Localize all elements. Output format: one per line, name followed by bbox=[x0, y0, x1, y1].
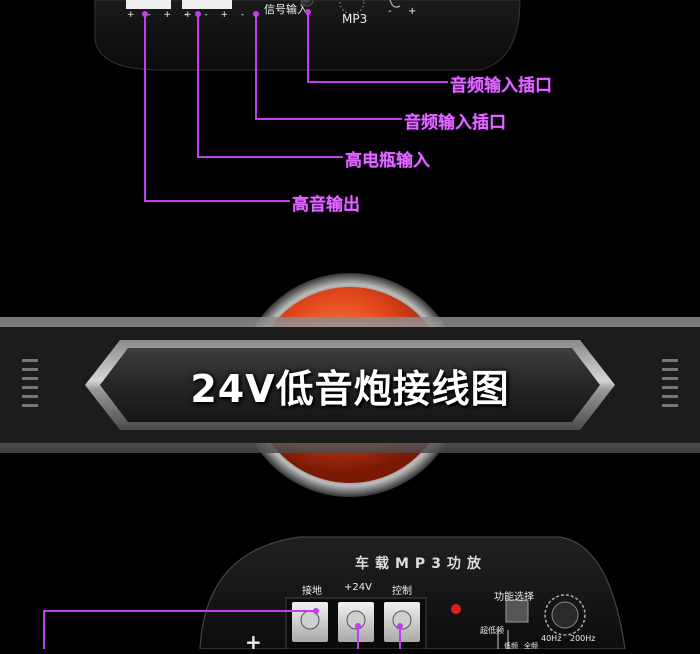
polarity-signs-left: + - + - bbox=[127, 10, 193, 20]
callout-line-audio-input-2 bbox=[255, 14, 402, 120]
volume-plus-label: + bbox=[408, 6, 417, 17]
callout-high-battery-input: 高电瓶输入 bbox=[345, 151, 430, 171]
callout-lines bbox=[142, 9, 448, 202]
signal-input-label: 信号输入 bbox=[264, 3, 308, 16]
terminal-screws bbox=[292, 602, 420, 642]
callout-tweeter-output: 高音输出 bbox=[292, 195, 360, 215]
plus-sign: + bbox=[245, 630, 262, 654]
freq-label-40hz: 40Hz bbox=[541, 634, 562, 643]
frequency-knob-ring bbox=[544, 594, 586, 636]
volume-minus-label: - bbox=[388, 6, 392, 17]
volume-knob bbox=[389, 0, 401, 8]
terminal-label-24v: +24V bbox=[344, 582, 372, 593]
callout-line-battery bbox=[197, 14, 343, 158]
callout-audio-input-1: 音频输入插口 bbox=[450, 76, 552, 96]
bottom-amp-plate bbox=[43, 536, 626, 649]
full-range-label: 全频 bbox=[524, 642, 538, 650]
power-indicator-led bbox=[451, 604, 461, 614]
frequency-knob bbox=[551, 601, 579, 629]
polarity-signs-right: + - + - bbox=[184, 10, 250, 20]
freq-label-200hz: 200Hz bbox=[570, 634, 596, 643]
banner-vent-left bbox=[22, 359, 38, 407]
top-terminal-block-right bbox=[182, 0, 232, 9]
callout-line-tweeter bbox=[144, 14, 290, 202]
mp3-knob-ring bbox=[339, 0, 365, 15]
function-select-label: 功能选择 bbox=[494, 592, 534, 603]
rca-input-jack bbox=[300, 0, 314, 7]
terminal-label-ground: 接地 bbox=[302, 586, 322, 597]
banner-plate bbox=[100, 348, 600, 422]
callout-line-audio-input-1 bbox=[307, 12, 448, 83]
amp-panel-title: 车载MP3功放 bbox=[355, 556, 487, 572]
banner-title: 24V低音炮接线图 bbox=[190, 367, 510, 411]
callout-audio-input-2: 音频输入插口 bbox=[404, 113, 506, 133]
bass-label: 低频 bbox=[504, 642, 518, 650]
top-terminal-block-left bbox=[126, 0, 171, 9]
bottom-callout-lines bbox=[43, 610, 401, 649]
function-select-switch bbox=[505, 599, 529, 623]
banner-vent-right bbox=[662, 359, 678, 407]
super-bass-label: 超低频 bbox=[480, 626, 504, 635]
banner-graphic bbox=[0, 273, 700, 497]
mp3-label: MP3 bbox=[342, 12, 368, 26]
terminal-label-control: 控制 bbox=[392, 586, 412, 597]
